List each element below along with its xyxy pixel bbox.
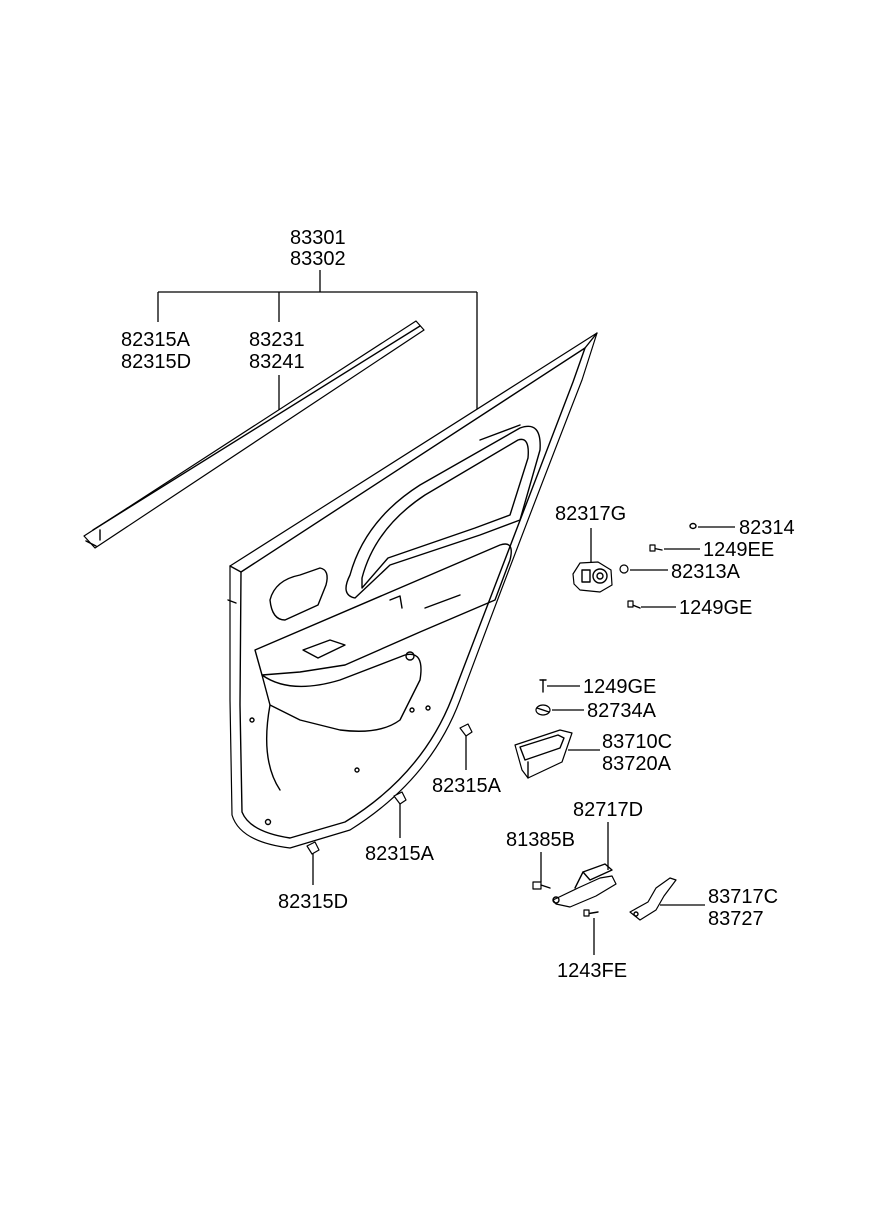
- screw-1249ee: [649, 544, 663, 552]
- label-clip-right: 82315A: [432, 775, 502, 797]
- label-nut: 82313A: [671, 561, 741, 583]
- clip-82315a-mid: [393, 791, 407, 805]
- bolt-1243fe: [583, 909, 599, 917]
- bracket-82317g: [572, 561, 613, 593]
- label-pocket-a: 83710C: [602, 731, 672, 753]
- label-fastener: 81385B: [506, 829, 575, 851]
- screw-1249ge-mid: [539, 679, 547, 693]
- label-handle-bracket: 82717D: [573, 799, 643, 821]
- clip-82315d-bottom: [306, 841, 320, 855]
- clip-82315a-right: [459, 723, 473, 737]
- bracket-83717c: [629, 877, 677, 921]
- label-moulding-a: 82315A: [121, 329, 191, 351]
- label-bracket-a: 83717C: [708, 886, 778, 908]
- label-clip-mid: 82315A: [365, 843, 435, 865]
- label-screw-ge-top: 1249GE: [679, 597, 752, 619]
- label-moulding-b: 82315D: [121, 351, 191, 373]
- leader-lines: [157, 270, 735, 955]
- label-pocket-b: 83720A: [602, 753, 672, 775]
- handle-82717d: [552, 863, 617, 908]
- screw-1249ge-upper: [627, 600, 641, 609]
- label-bolt: 1243FE: [557, 960, 627, 982]
- label-bracket-b: 83727: [708, 908, 764, 930]
- cap-82314: [689, 522, 697, 530]
- pocket-83710c: [514, 729, 573, 779]
- label-screw-ee: 1249EE: [703, 539, 774, 561]
- label-bracket: 82317G: [555, 503, 626, 525]
- nut-82313a: [619, 564, 629, 574]
- fastener-81385b: [532, 881, 551, 890]
- label-nut-734: 82734A: [587, 700, 657, 722]
- label-cap: 82314: [739, 517, 795, 539]
- label-screw-ge-mid: 1249GE: [583, 676, 656, 698]
- label-clip-bottom: 82315D: [278, 891, 348, 913]
- label-panel-b: 83302: [290, 248, 346, 270]
- label-panel-a: 83301: [290, 227, 346, 249]
- part-labels: 83301 83302 82315A 82315D 83231 83241 82…: [121, 227, 795, 982]
- label-weatherstrip-b: 83241: [249, 351, 305, 373]
- nut-82734a: [535, 704, 551, 716]
- weatherstrip-part: [83, 320, 425, 549]
- door-trim-panel: [227, 332, 598, 849]
- label-weatherstrip-a: 83231: [249, 329, 305, 351]
